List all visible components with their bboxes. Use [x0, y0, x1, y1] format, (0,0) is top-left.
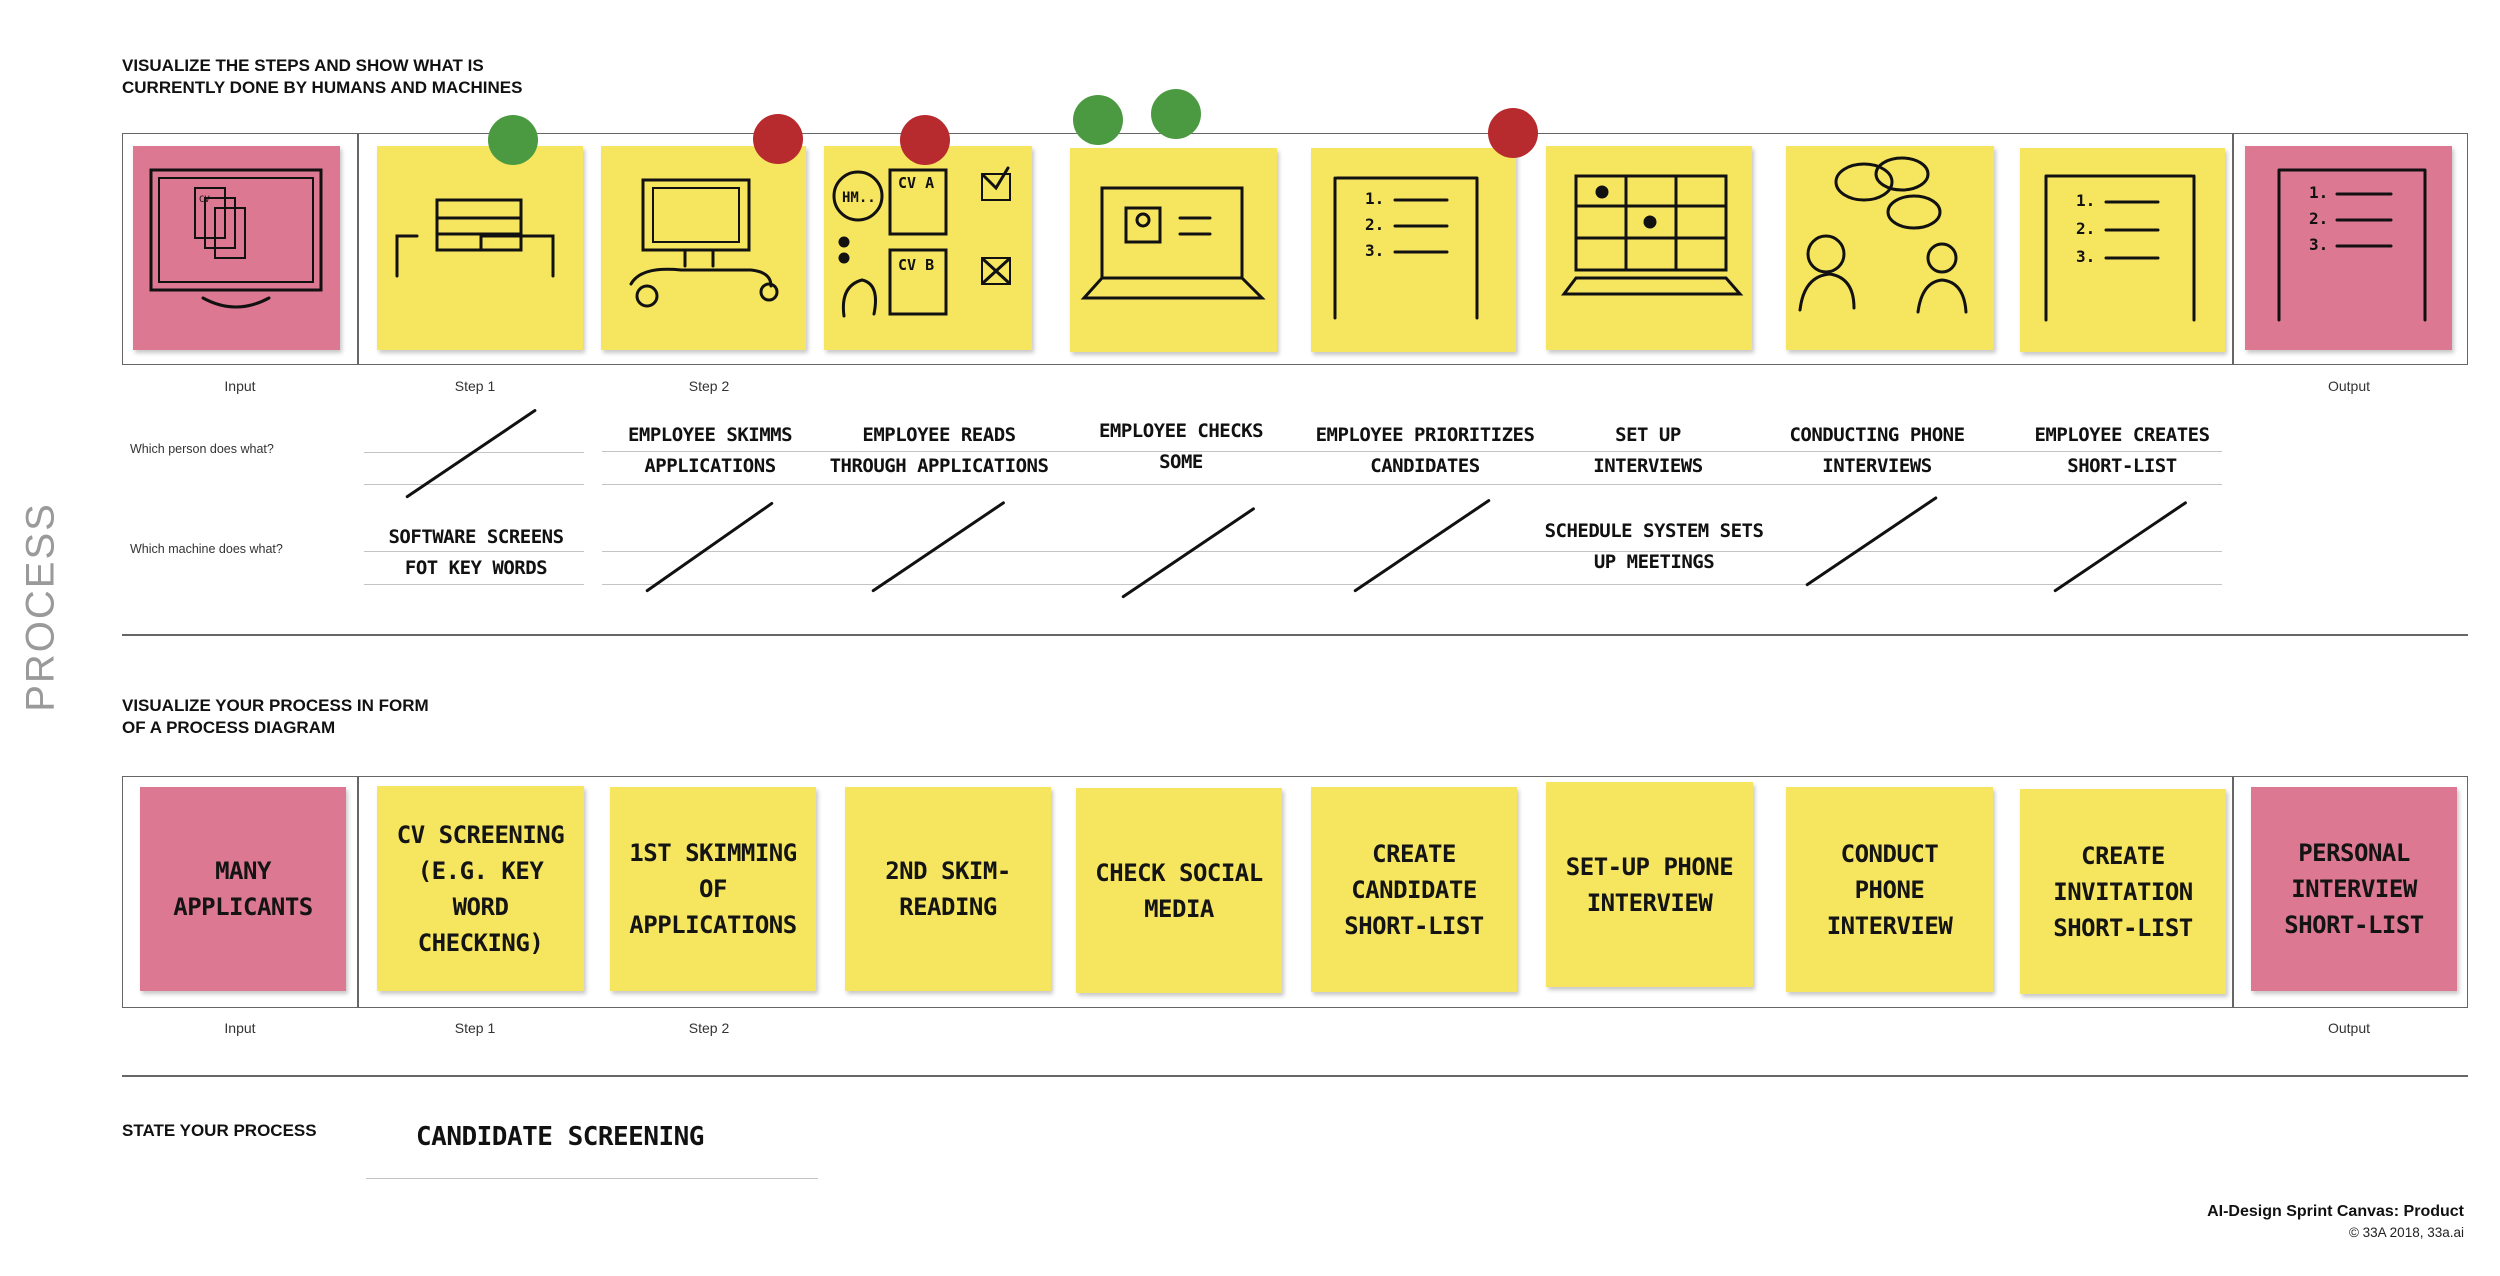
- diagram-note-step5: CREATE CANDIDATE SHORT-LIST: [1311, 787, 1517, 992]
- footer-copyright: © 33A 2018, 33a.ai: [2348, 1225, 2464, 1240]
- sketch-cv-text: CV: [199, 195, 210, 205]
- ruled-line: [364, 551, 584, 552]
- status-dot-green: [488, 115, 538, 165]
- machine-text-step1: SOFTWARE SCREENS FOT KEY WORDS: [388, 526, 564, 579]
- status-dot-red: [753, 114, 803, 164]
- sketch-note-step8: 1. 2. 3.: [2020, 148, 2225, 352]
- caption-output: Output: [2327, 378, 2371, 394]
- status-dot-red: [1488, 108, 1538, 158]
- empty-cell-slash: [2053, 500, 2188, 593]
- diagram-note-step4: CHECK SOCIAL MEDIA: [1076, 788, 1282, 993]
- status-dot-green: [1073, 95, 1123, 145]
- sketch-cva-text: CV A: [898, 174, 934, 192]
- person-text-step3: EMPLOYEE READS THROUGH APPLICATIONS: [829, 424, 1049, 477]
- sketch-list2-n2: 2.: [2076, 219, 2095, 238]
- steps-frame: [122, 133, 2468, 365]
- empty-cell-slash: [405, 408, 537, 499]
- section1-heading: VISUALIZE THE STEPS AND SHOW WHAT IS CUR…: [122, 55, 522, 99]
- diagram-frame: [122, 776, 2468, 1008]
- person-text-step2: EMPLOYEE SKIMMS APPLICATIONS: [627, 424, 793, 477]
- sketch-note-step5: 1. 2. 3.: [1311, 148, 1516, 352]
- diagram-note-step1: CV SCREENING (E.G. KEY WORD CHECKING): [377, 786, 584, 991]
- sketch-list2-n3: 3.: [2076, 247, 2095, 266]
- person-text-step4: EMPLOYEE CHECKS SOME: [1098, 420, 1264, 473]
- person-text-step8: EMPLOYEE CREATES SHORT-LIST: [2034, 424, 2210, 477]
- sketch-list2-n1: 1.: [2076, 191, 2095, 210]
- section-divider: [122, 634, 2468, 636]
- sketch-list-n3: 3.: [1365, 241, 1384, 260]
- status-dot-green: [1151, 89, 1201, 139]
- process-name-underline: [366, 1178, 818, 1179]
- section3-heading: STATE YOUR PROCESS: [122, 1121, 317, 1140]
- caption-step1: Step 1: [454, 1020, 496, 1036]
- ruled-line: [364, 484, 584, 485]
- sketch-note-step6: [1546, 146, 1752, 350]
- steps-frame-input-divider: [357, 133, 359, 365]
- sketch-note-output: 1. 2. 3.: [2245, 146, 2452, 350]
- process-side-label: PROCESS: [18, 502, 63, 712]
- sketch-list3-n3: 3.: [2309, 235, 2328, 254]
- diagram-note-step3: 2ND SKIM- READING: [845, 787, 1051, 991]
- row-label-machine: Which machine does what?: [130, 542, 283, 556]
- diagram-note-step7: CONDUCT PHONE INTERVIEW: [1786, 787, 1993, 992]
- person-text-step5: EMPLOYEE PRIORITIZES CANDIDATES: [1315, 424, 1535, 477]
- diagram-frame-input-divider: [357, 776, 359, 1008]
- sketch-hm-text: HM..: [842, 190, 876, 206]
- person-text-step7: CONDUCTING PHONE INTERVIEWS: [1789, 424, 1965, 477]
- diagram-note-step2: 1ST SKIMMING OF APPLICATIONS: [610, 787, 816, 991]
- sketch-note-step4: [1070, 148, 1277, 352]
- sketch-note-input: CV: [133, 146, 340, 350]
- diagram-frame-output-divider: [2232, 776, 2234, 1008]
- diagram-note-output: PERSONAL INTERVIEW SHORT-LIST: [2251, 787, 2457, 991]
- diagram-note-step8: CREATE INVITATION SHORT-LIST: [2020, 789, 2226, 994]
- caption-step1: Step 1: [454, 378, 496, 394]
- sketch-note-step3: HM.. CV A CV B: [824, 146, 1032, 350]
- section1-heading-line1: VISUALIZE THE STEPS AND SHOW WHAT IS: [122, 56, 484, 75]
- ruled-line: [364, 584, 584, 585]
- sketch-note-step2: [601, 146, 806, 350]
- sketch-list-n2: 2.: [1365, 215, 1384, 234]
- diagram-note-input: MANY APPLICANTS: [140, 787, 346, 991]
- sketch-note-step7: [1786, 146, 1994, 350]
- section2-heading-line2: OF A PROCESS DIAGRAM: [122, 718, 336, 737]
- caption-output: Output: [2327, 1020, 2371, 1036]
- empty-cell-slash: [1805, 495, 1938, 587]
- ruled-line: [602, 484, 2222, 485]
- person-text-step6: SET UP INTERVIEWS: [1593, 424, 1703, 477]
- ruled-line: [602, 451, 2222, 452]
- sketch-list3-n1: 1.: [2309, 183, 2328, 202]
- ruled-line: [602, 584, 2222, 585]
- caption-step2: Step 2: [688, 378, 730, 394]
- section2-heading: VISUALIZE YOUR PROCESS IN FORM OF A PROC…: [122, 695, 429, 739]
- caption-input: Input: [224, 378, 256, 394]
- empty-cell-slash: [1353, 498, 1491, 593]
- section-divider: [122, 1075, 2468, 1077]
- sketch-list-n1: 1.: [1365, 189, 1384, 208]
- section1-heading-line2: CURRENTLY DONE BY HUMANS AND MACHINES: [122, 78, 523, 97]
- machine-text-step6: SCHEDULE SYSTEM SETS UP MEETINGS: [1544, 520, 1764, 573]
- empty-cell-slash: [645, 501, 774, 593]
- empty-cell-slash: [871, 500, 1006, 593]
- section2-heading-line1: VISUALIZE YOUR PROCESS IN FORM: [122, 696, 429, 715]
- diagram-note-step6: SET-UP PHONE INTERVIEW: [1546, 782, 1753, 987]
- sketch-list3-n2: 2.: [2309, 209, 2328, 228]
- steps-frame-output-divider: [2232, 133, 2234, 365]
- row-label-person: Which person does what?: [130, 442, 274, 456]
- process-name-field[interactable]: CANDIDATE SCREENING: [416, 1122, 704, 1152]
- status-dot-red: [900, 115, 950, 165]
- sketch-cvb-text: CV B: [898, 256, 934, 274]
- caption-step2: Step 2: [688, 1020, 730, 1036]
- footer-title: AI-Design Sprint Canvas: Product: [2207, 1203, 2464, 1220]
- sketch-note-step1: [377, 146, 583, 350]
- caption-input: Input: [224, 1020, 256, 1036]
